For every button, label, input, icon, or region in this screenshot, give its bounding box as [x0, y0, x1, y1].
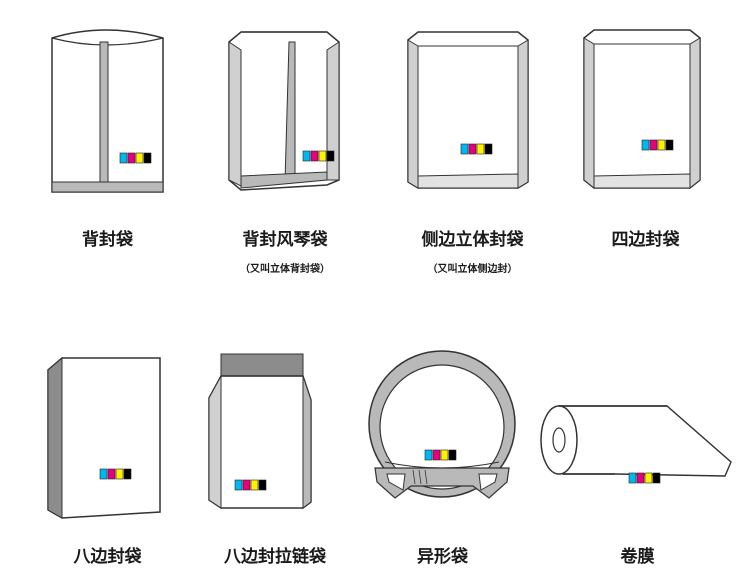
bag-item-side-gusset: 侧边立体封袋 （又叫立体侧边封）: [400, 20, 545, 280]
bag-item-eight-side-zipper: 八边封拉链袋: [195, 350, 355, 575]
bag-item-roll-film: 卷膜: [535, 350, 740, 575]
bag-item-eight-side-seal: 八边封袋: [40, 350, 175, 575]
bag-label: 异形袋: [417, 547, 468, 567]
cmyk-swatch-icon: [234, 479, 267, 491]
bag-note: （又叫立体侧边封）: [427, 264, 518, 275]
bag-item-back-seal: 背封袋: [40, 20, 175, 260]
cmyk-swatch-icon: [628, 472, 661, 484]
cmyk-swatch-icon: [424, 449, 457, 461]
bag-item-four-side-seal: 四边封袋: [578, 20, 713, 260]
bag-label: 卷膜: [620, 547, 655, 567]
roll-film-icon: [540, 405, 732, 484]
bag-label: 侧边立体封袋: [421, 230, 524, 250]
side-gusset-bag-icon: [407, 31, 529, 189]
eight-side-zipper-bag-icon: [208, 353, 312, 509]
bag-label: 背封风琴袋: [242, 230, 328, 250]
bag-item-shaped: 异形袋: [355, 350, 530, 575]
bag-note: （又叫立体背封袋）: [240, 264, 330, 275]
gusset-back-seal-bag-icon: [228, 31, 340, 191]
four-side-seal-bag-icon: [583, 29, 701, 190]
bag-label: 八边封袋: [73, 547, 142, 567]
eight-side-seal-bag-icon: [47, 356, 161, 519]
cmyk-swatch-icon: [99, 468, 132, 480]
bag-label: 八边封拉链袋: [224, 547, 326, 567]
cmyk-swatch-icon: [641, 139, 674, 151]
bag-item-gusset-back-seal: 背封风琴袋 （又叫立体背封袋）: [215, 20, 355, 280]
cmyk-swatch-icon: [302, 150, 335, 162]
cmyk-swatch-icon: [460, 143, 493, 155]
cmyk-swatch-icon: [119, 152, 152, 164]
bag-label: 背封袋: [82, 230, 133, 250]
back-seal-bag-icon: [51, 29, 164, 193]
bag-label: 四边封袋: [611, 230, 680, 250]
shaped-bag-icon: [368, 350, 516, 499]
